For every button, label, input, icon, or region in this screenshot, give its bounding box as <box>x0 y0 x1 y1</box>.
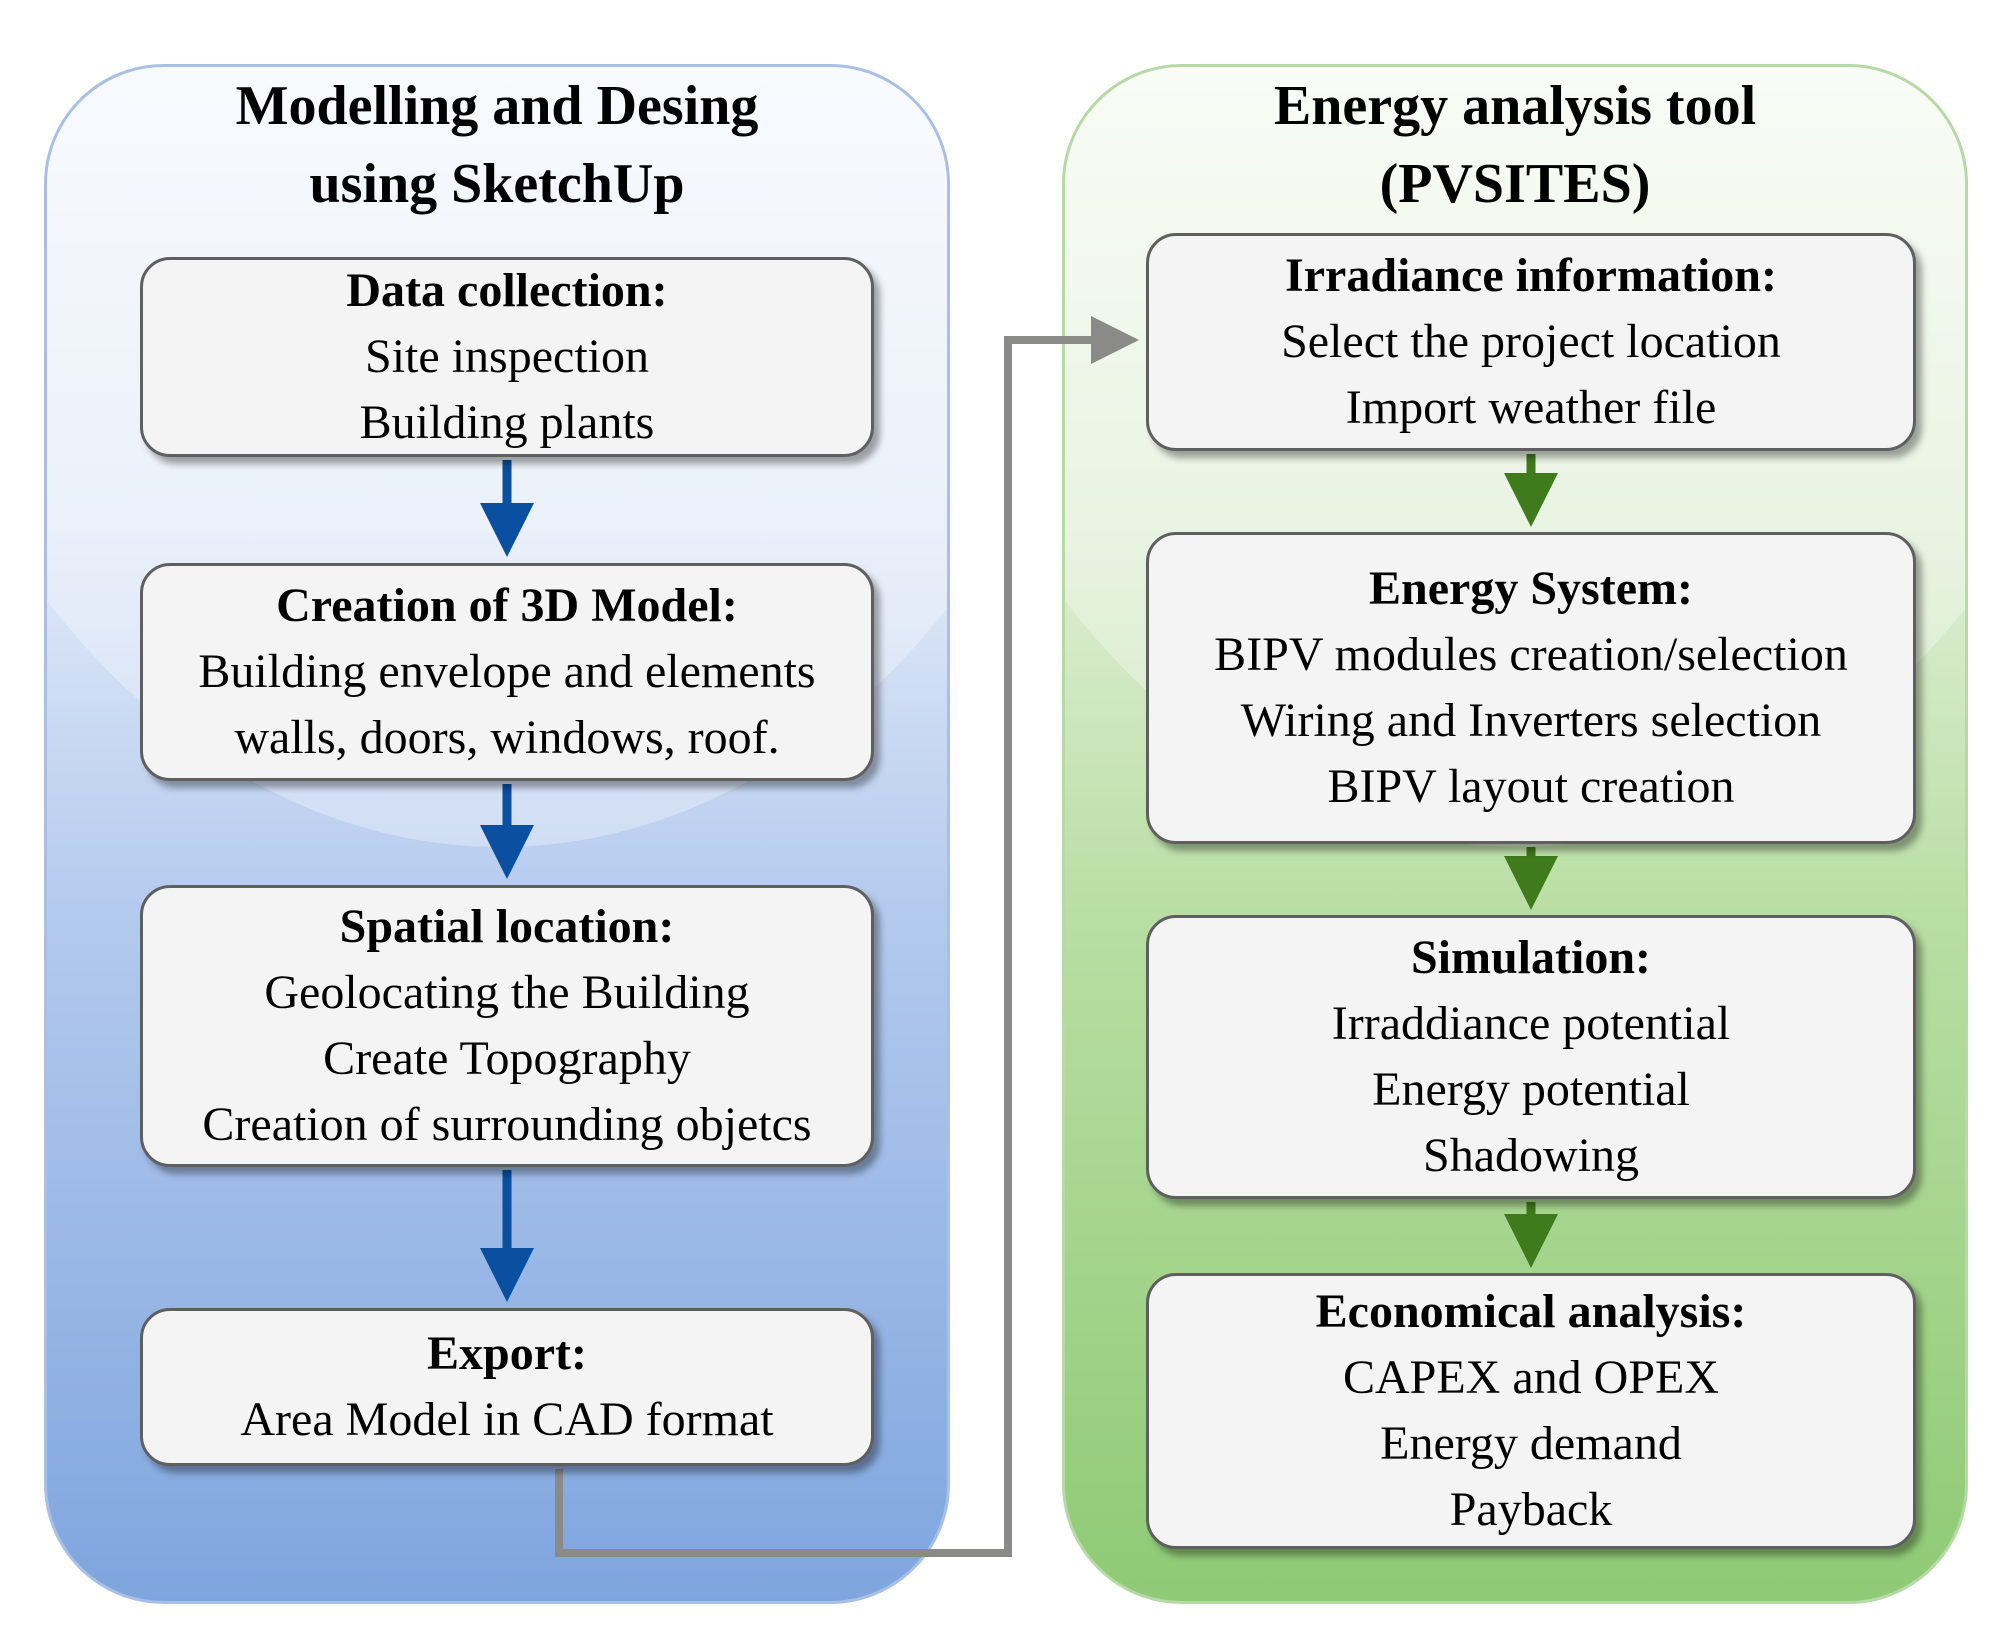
box-line: Wiring and Inverters selection <box>1240 694 1822 747</box>
export-box: Export: Area Model in CAD format <box>140 1308 874 1466</box>
box-heading: Simulation: <box>1410 931 1652 984</box>
simulation-box: Simulation: Irraddiance potential Energy… <box>1146 915 1916 1199</box>
box-line: Shadowing <box>1423 1129 1639 1182</box>
modelling-panel-title-line1: Modelling and Desing <box>235 75 759 137</box>
box-line: Irraddiance potential <box>1331 997 1731 1050</box>
box-heading: Creation of 3D Model: <box>276 579 738 632</box>
box-line: Building plants <box>359 396 655 449</box>
energy-analysis-panel-title-line2: (PVSITES) <box>1379 153 1651 215</box>
economical-analysis-box: Economical analysis: CAPEX and OPEX Ener… <box>1146 1273 1916 1549</box>
box-heading: Economical analysis: <box>1315 1285 1747 1338</box>
data-collection-box: Data collection: Site inspection Buildin… <box>140 257 874 457</box>
spatial-location-box: Spatial location: Geolocating the Buildi… <box>140 885 874 1167</box>
energy-system-box: Energy System: BIPV modules creation/sel… <box>1146 532 1916 844</box>
box-heading: Data collection: <box>346 264 668 317</box>
box-heading: Export: <box>427 1327 587 1380</box>
box-line: BIPV layout creation <box>1327 760 1735 813</box>
box-line: Energy demand <box>1380 1417 1682 1470</box>
box-line: Creation of surrounding objetcs <box>202 1098 812 1151</box>
box-line: Create Topography <box>323 1032 691 1085</box>
box-line: Import weather file <box>1345 381 1717 434</box>
box-line: CAPEX and OPEX <box>1342 1351 1719 1404</box>
modelling-panel-title: Modelling and Desing using SketchUp <box>47 67 947 223</box>
box-line: Site inspection <box>365 330 649 383</box>
box-line: BIPV modules creation/selection <box>1214 628 1848 681</box>
energy-analysis-panel-title: Energy analysis tool (PVSITES) <box>1065 67 1965 223</box>
box-line: Building envelope and elements <box>198 645 816 698</box>
box-line: Area Model in CAD format <box>240 1393 774 1446</box>
box-heading: Irradiance information: <box>1285 249 1777 302</box>
3d-model-box: Creation of 3D Model: Building envelope … <box>140 563 874 781</box>
box-line: Payback <box>1449 1483 1613 1536</box>
irradiance-information-box: Irradiance information: Select the proje… <box>1146 233 1916 451</box>
modelling-panel-title-line2: using SketchUp <box>309 153 685 215</box>
box-heading: Spatial location: <box>339 900 675 953</box>
box-line: Energy potential <box>1372 1063 1690 1116</box>
energy-analysis-panel-title-line1: Energy analysis tool <box>1273 75 1757 137</box>
box-line: Select the project location <box>1281 315 1781 368</box>
box-line: Geolocating the Building <box>264 966 750 1019</box>
box-line: walls, doors, windows, roof. <box>234 711 780 764</box>
box-heading: Energy System: <box>1369 562 1693 615</box>
